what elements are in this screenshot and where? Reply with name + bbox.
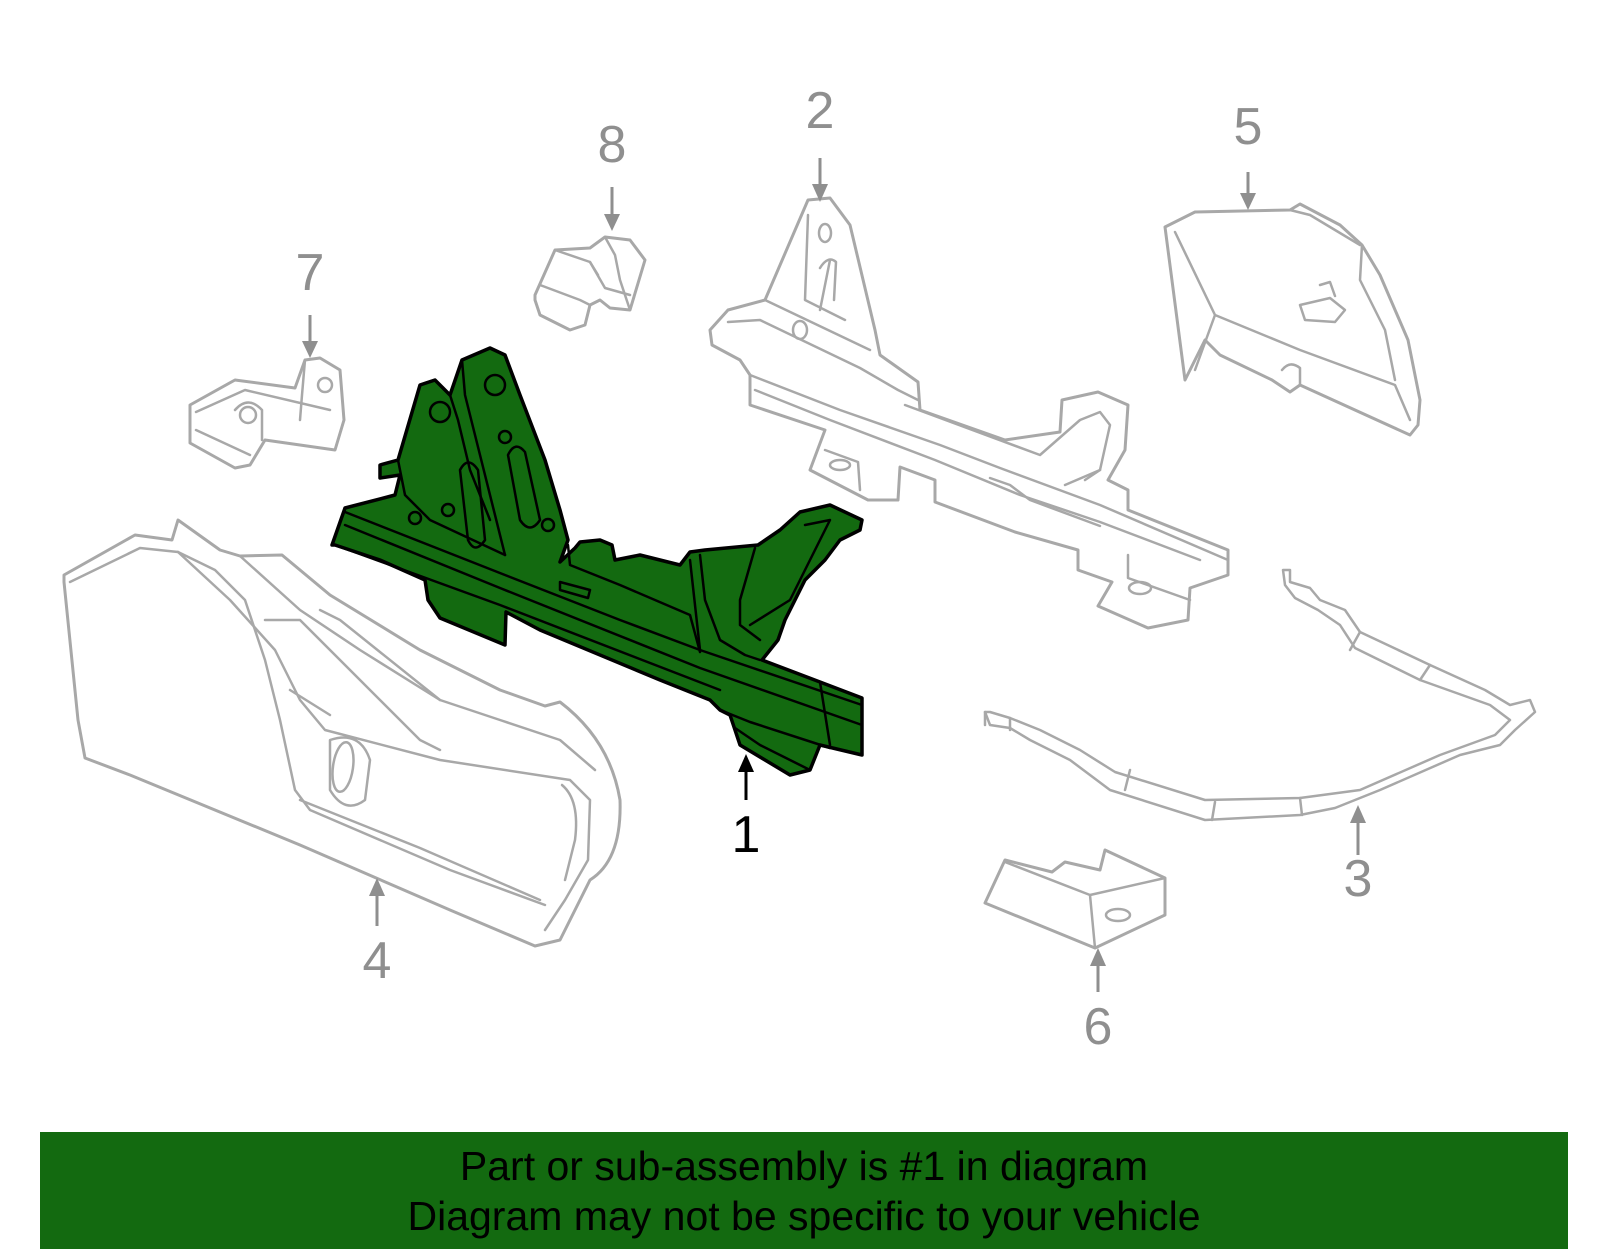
part-3-wire-bar[interactable]	[983, 568, 1537, 822]
part-1-seat-adjuster[interactable]	[330, 346, 864, 777]
callout-4: 4	[363, 932, 392, 990]
part-5-cover[interactable]	[1163, 202, 1422, 437]
callout-numbers: 1 2 3 4 5 6 7 8	[296, 82, 1373, 1056]
part-2-seat-track[interactable]	[708, 196, 1230, 630]
info-banner: Part or sub-assembly is #1 in diagram Di…	[40, 1132, 1568, 1249]
part-6-bracket-plate[interactable]	[983, 848, 1167, 950]
callout-7: 7	[296, 244, 325, 302]
callout-6: 6	[1084, 998, 1113, 1056]
callout-3: 3	[1344, 850, 1373, 908]
callout-5: 5	[1234, 98, 1263, 156]
banner-line-1: Part or sub-assembly is #1 in diagram	[459, 1142, 1149, 1189]
callout-1: 1	[732, 806, 761, 864]
callout-2: 2	[806, 82, 835, 140]
part-7-bracket[interactable]	[188, 356, 346, 470]
part-4-side-shield[interactable]	[62, 518, 622, 948]
banner-line-2: Diagram may not be specific to your vehi…	[407, 1192, 1201, 1239]
part-8-clip[interactable]	[533, 235, 647, 332]
callout-8: 8	[598, 116, 627, 174]
callout-arrows	[302, 158, 1366, 992]
